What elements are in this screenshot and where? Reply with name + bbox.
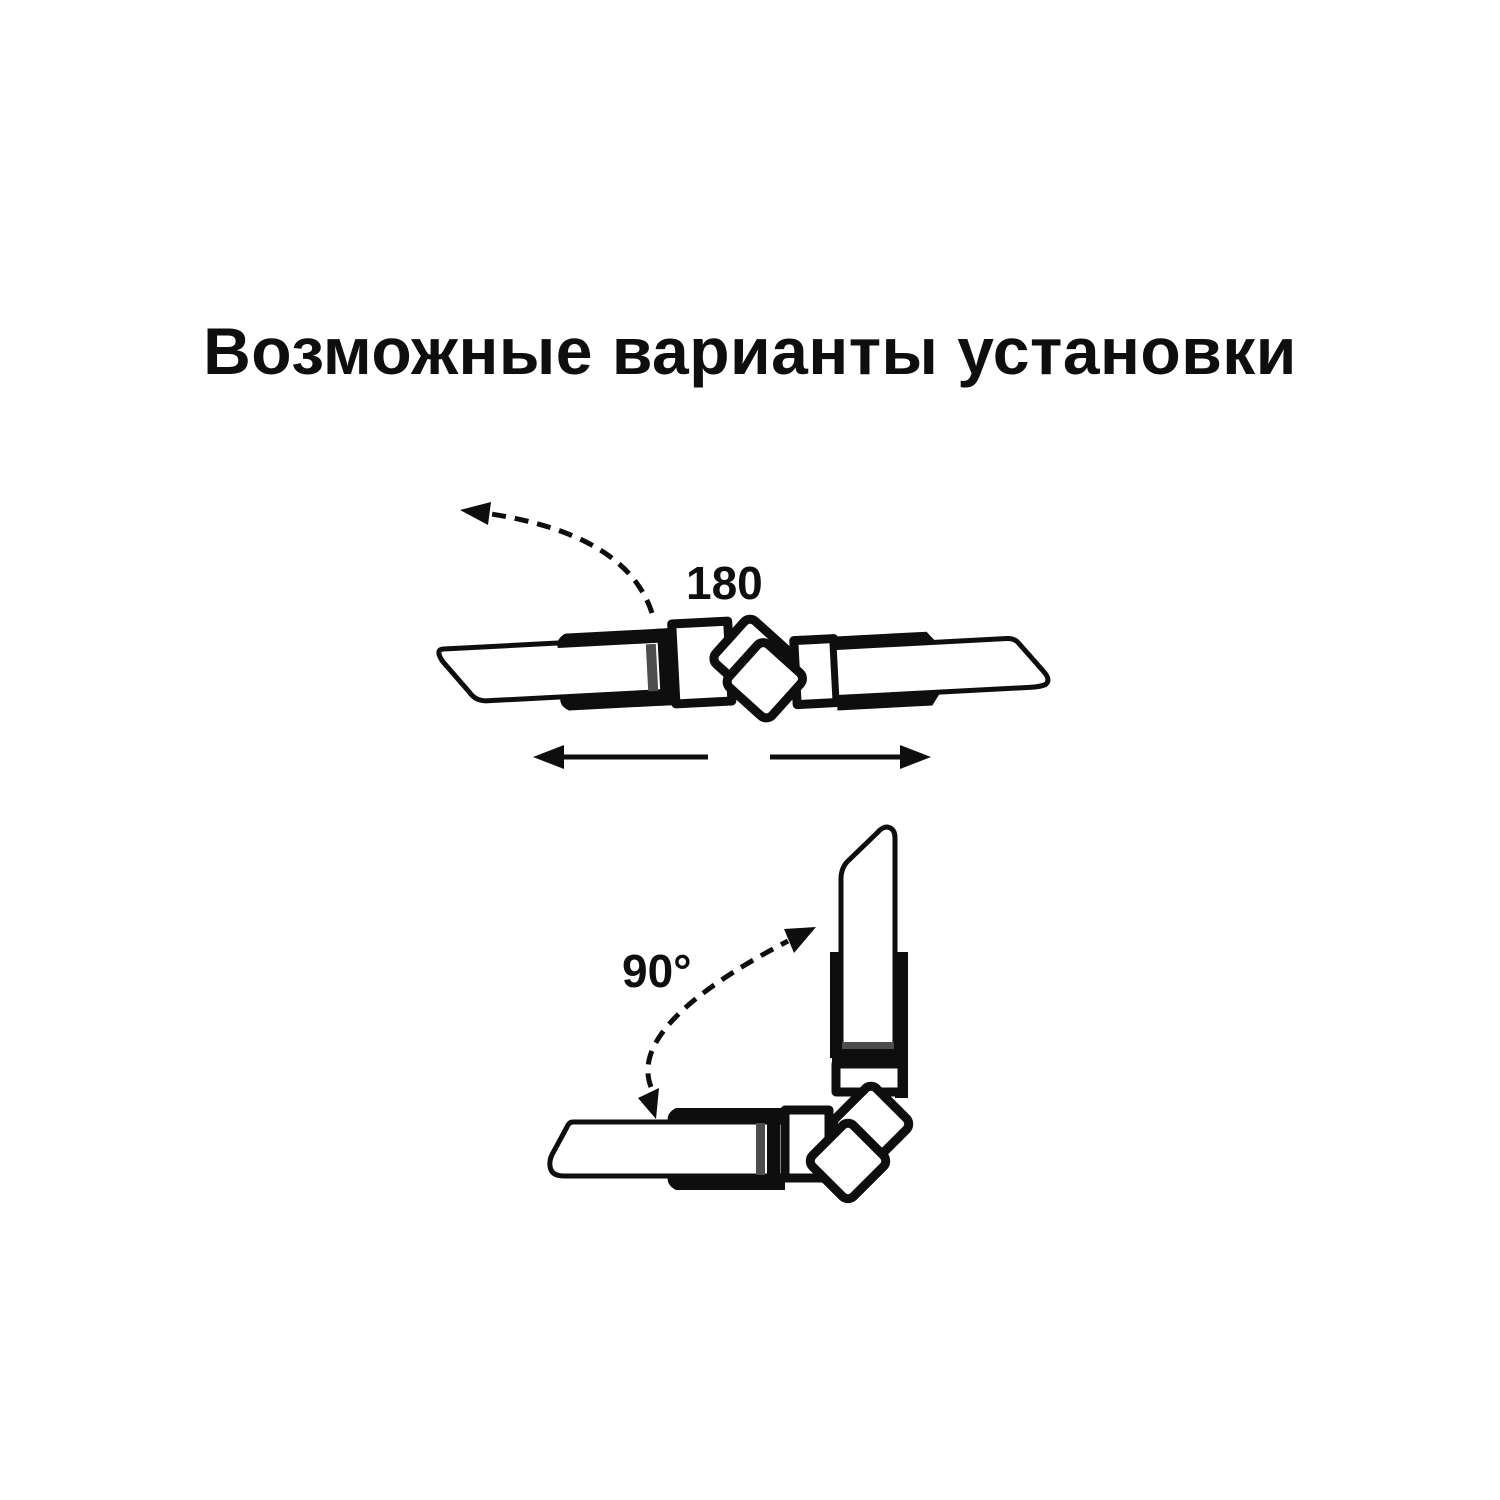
- hinge-assembly-180: [436, 614, 1051, 723]
- knuckle-link-lower: [805, 1118, 891, 1204]
- channel-profile-left-bottom: [560, 690, 678, 711]
- knuckle-link-lower: [722, 638, 807, 723]
- seal-divider-left: [645, 643, 659, 692]
- page-title: Возможные варианты установки: [203, 314, 1297, 388]
- seal-divider-top: [842, 1042, 894, 1049]
- rotation-arc-arrow: [460, 502, 655, 614]
- channel-profile-bottom-bottom: [667, 1176, 785, 1190]
- pivot-hinge-knuckle: [805, 1081, 914, 1204]
- channel-profile-left-top: [557, 627, 675, 649]
- channel-profile-top-left: [830, 952, 843, 1058]
- slide-right-arrow: [770, 745, 931, 769]
- slide-left-arrow: [533, 745, 708, 769]
- rotation-arc-double-arrow: [638, 927, 816, 1119]
- channel-profile-bottom-top: [667, 1108, 785, 1122]
- glass-panel-bottom: [547, 1119, 788, 1179]
- glass-panel-right: [831, 636, 1051, 701]
- diagram-180: [436, 502, 1051, 769]
- glass-panel-left: [436, 634, 680, 704]
- seal-divider-bottom: [756, 1123, 765, 1175]
- glass-panel-top: [838, 824, 898, 1058]
- angle-label-90: 90°: [622, 945, 692, 997]
- angle-label-180: 180: [686, 557, 763, 609]
- diagram-90: [547, 824, 914, 1204]
- pivot-hinge-knuckle: [709, 614, 807, 723]
- channel-end-bar-bottom: [767, 1108, 780, 1190]
